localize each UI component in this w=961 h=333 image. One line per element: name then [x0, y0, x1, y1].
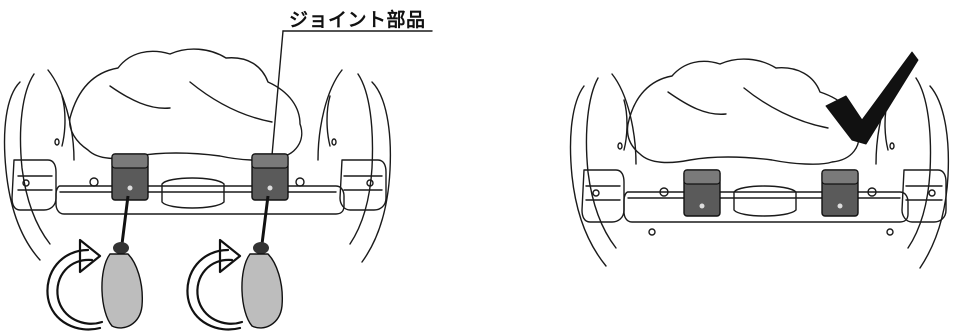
left-side-frame	[47, 69, 75, 161]
screw	[89, 177, 99, 187]
seat-crease	[667, 91, 727, 115]
left-bracket-detail	[585, 185, 621, 201]
right-panel-after	[569, 51, 950, 269]
left-bracket-detail	[17, 175, 53, 191]
rotate-arrow-icon	[46, 238, 104, 331]
left-side-frame	[3, 81, 41, 261]
rivet	[331, 138, 337, 146]
left-side-frame	[623, 99, 628, 151]
checkmark-icon	[825, 51, 919, 145]
bracket-bolt	[928, 189, 936, 197]
left-side-frame	[569, 85, 607, 267]
left-side-frame	[611, 73, 637, 165]
screwdriver-icon	[241, 195, 284, 329]
screw	[867, 187, 877, 197]
screw	[295, 177, 305, 187]
seat-crease	[743, 87, 829, 129]
left-bracket	[11, 159, 57, 211]
left-panel-before	[3, 30, 433, 331]
right-side-frame	[907, 77, 932, 249]
cross-bar	[55, 185, 345, 215]
right-side-frame	[361, 81, 392, 263]
bracket-bolt	[366, 179, 374, 187]
right-bracket-detail	[905, 185, 943, 201]
rivet	[889, 142, 895, 150]
joint-part-label: ジョイント部品	[289, 9, 426, 31]
left-side-frame	[585, 77, 617, 249]
seat-crease	[109, 85, 171, 109]
seat-cushion	[626, 58, 860, 165]
left-bracket	[581, 169, 625, 223]
center-pad	[161, 177, 225, 209]
seat-cushion	[69, 48, 303, 161]
right-side-frame	[317, 69, 343, 161]
bracket-bolt	[22, 179, 30, 187]
right-bracket-detail	[343, 175, 383, 191]
cross-bar	[623, 191, 909, 223]
joint-clip-right	[821, 169, 859, 217]
rotate-arrow-icon	[186, 238, 244, 331]
rivet	[54, 138, 60, 146]
right-bracket	[339, 159, 387, 211]
screw	[886, 228, 894, 236]
screw	[659, 187, 669, 197]
seat-crease	[189, 81, 273, 123]
left-side-frame	[61, 95, 66, 147]
left-side-frame	[19, 73, 51, 245]
center-pad	[733, 185, 797, 217]
screwdriver-icon	[101, 195, 144, 329]
bracket-bolt	[592, 189, 600, 197]
right-side-frame	[326, 95, 331, 147]
joint-clip-left	[683, 169, 721, 217]
screw	[648, 228, 656, 236]
joint-clip-right	[251, 153, 289, 201]
right-side-frame	[349, 73, 374, 245]
right-side-frame	[919, 85, 950, 269]
rivet	[617, 142, 623, 150]
right-bracket	[901, 169, 947, 223]
joint-clip-left	[111, 153, 149, 201]
